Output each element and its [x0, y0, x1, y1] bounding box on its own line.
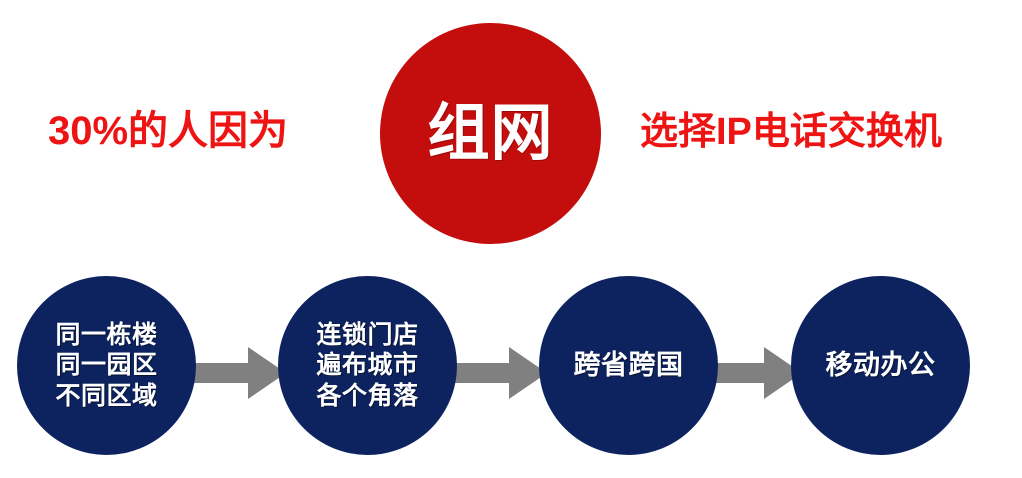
headline-right-text: 选择IP电话交换机: [640, 111, 942, 153]
arrow-right-icon-3: [706, 347, 802, 399]
flow-diagram: 同一栋楼 同一园区 不同区域 连锁门店 遍布城市 各个角落 跨省跨国 移动办公: [0, 276, 1022, 458]
arrow-right-icon-1: [190, 347, 286, 399]
flow-node-2-label: 连锁门店 遍布城市 各个角落: [316, 320, 419, 410]
hero-circle: 组网: [380, 23, 601, 244]
hero-circle-label: 组网: [427, 98, 554, 168]
flow-node-4: 移动办公: [791, 276, 970, 455]
arrow-right-icon-2: [451, 347, 547, 399]
flow-node-1-label: 同一栋楼 同一园区 不同区域: [55, 320, 158, 410]
headline-left-text: 30%的人因为: [48, 109, 289, 153]
flow-node-4-label: 移动办公: [825, 350, 936, 381]
flow-node-3-label: 跨省跨国: [573, 350, 684, 381]
flow-node-1: 同一栋楼 同一园区 不同区域: [17, 276, 196, 455]
flow-node-2: 连锁门店 遍布城市 各个角落: [278, 276, 457, 455]
flow-node-3: 跨省跨国: [539, 276, 718, 455]
